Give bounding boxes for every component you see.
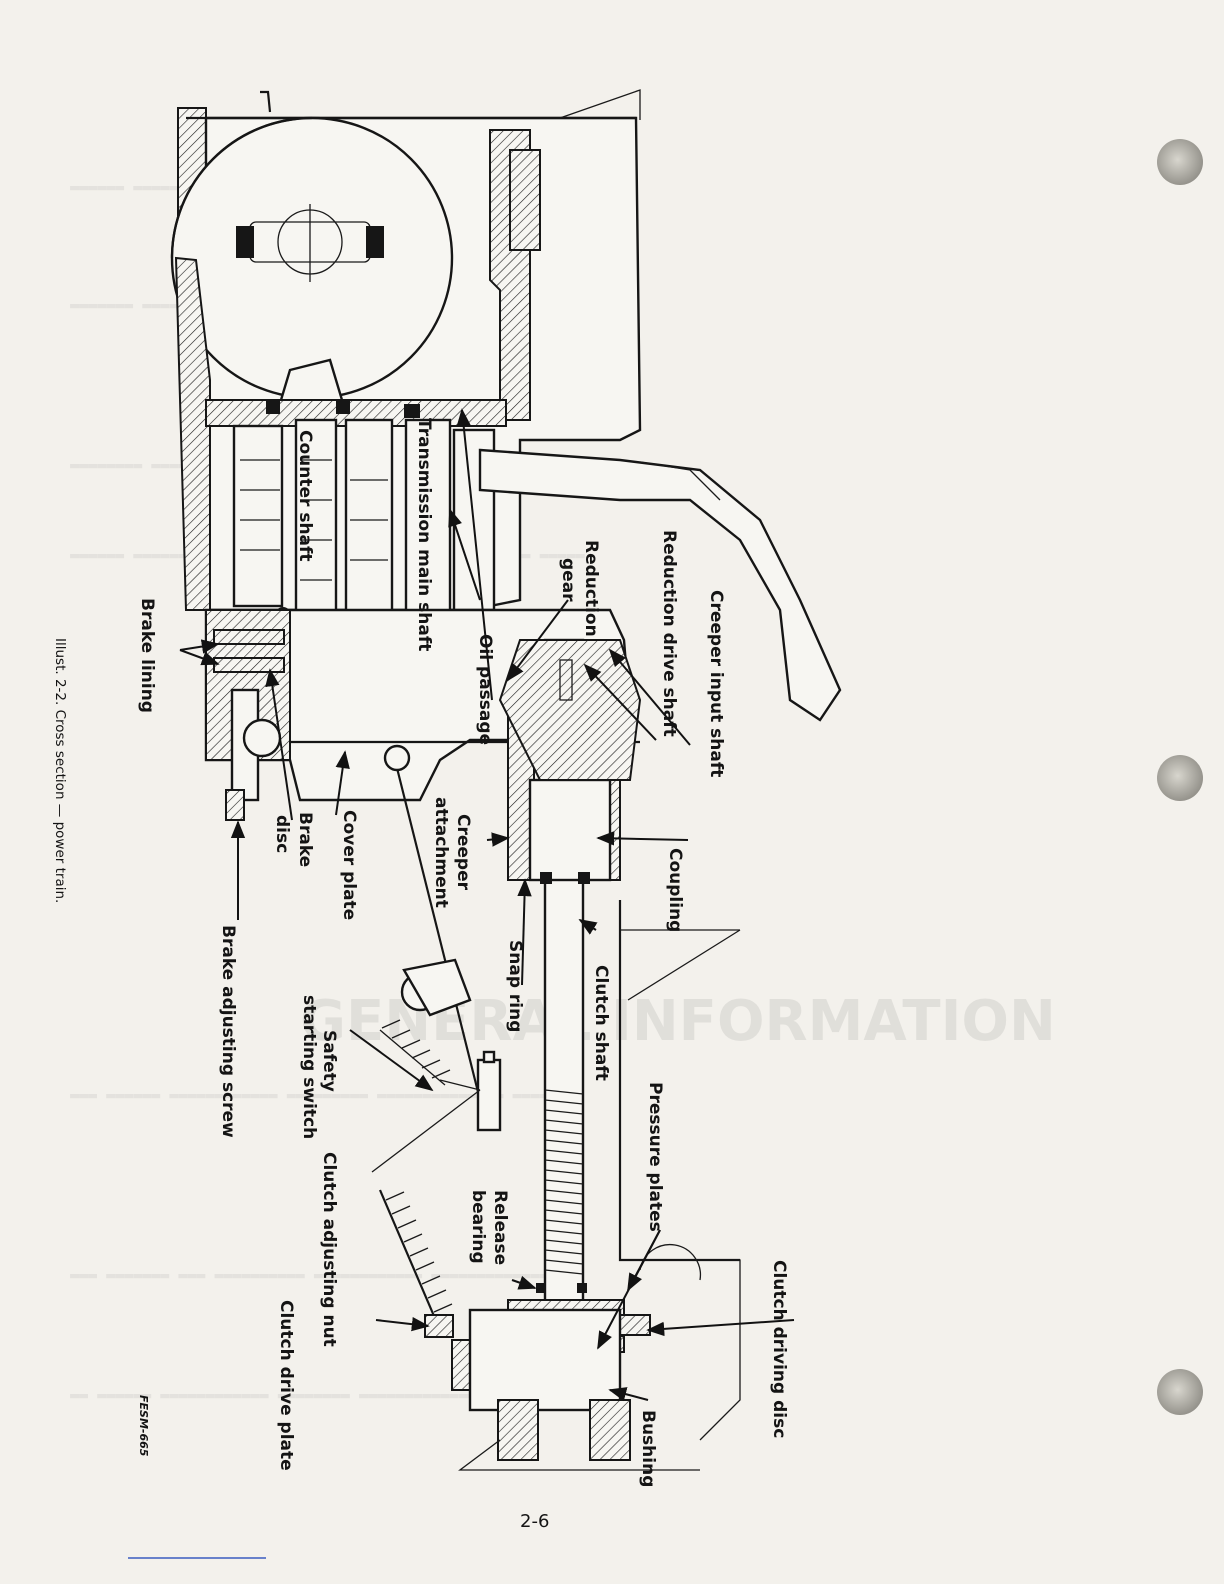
label-release-bearing-line2: bearing	[468, 1190, 488, 1264]
label-brake-disc-line1: Brake	[295, 812, 315, 867]
label-reduction-drive-shaft: Reduction drive shaft	[659, 530, 679, 737]
binder-holes	[1157, 139, 1203, 1415]
label-pressure-plates: Pressure plates	[645, 1082, 665, 1232]
binder-hole-bottom	[1157, 1369, 1203, 1415]
leader-lines	[179, 408, 795, 1402]
label-clutch-driving-disc: Clutch driving disc	[769, 1260, 789, 1438]
figure-caption: Illust. 2-2. Cross section — power train…	[52, 638, 68, 903]
label-brake-lining: Brake lining	[137, 598, 157, 713]
label-counter-shaft: Counter shaft	[295, 430, 315, 562]
label-safety-switch-line1: Safety	[319, 1030, 339, 1092]
label-snap-ring: Snap ring	[505, 940, 525, 1032]
label-clutch-adjusting-nut: Clutch adjusting nut	[319, 1152, 339, 1347]
binder-hole-top	[1157, 139, 1203, 185]
label-oil-passage: Oil passage	[475, 634, 495, 745]
label-safety-switch-line2: starting switch	[299, 995, 319, 1139]
svg-text:▬▬▬ ▬▬▬▬▬▬▬ ▬▬▬ ▬▬▬▬▬▬▬▬▬▬ ▬▬▬: ▬▬▬ ▬▬▬▬▬▬▬ ▬▬▬ ▬▬▬▬▬▬▬▬▬▬ ▬▬▬▬▬▬▬▬▬▬▬▬ …	[70, 1266, 558, 1284]
binder-hole-middle	[1157, 755, 1203, 801]
label-creeper-attachment-line1: Creeper	[453, 814, 473, 891]
figure-code: FESM-665	[137, 1395, 150, 1457]
page-number: 2-6	[520, 1511, 549, 1532]
label-reduction-gear-line1: Reduction	[581, 540, 601, 637]
transmission-drawing	[170, 89, 842, 1471]
label-clutch-shaft: Clutch shaft	[591, 965, 611, 1081]
label-creeper-input-shaft: Creeper input shaft	[706, 590, 726, 777]
label-clutch-drive-plate: Clutch drive plate	[276, 1300, 296, 1471]
part-labels: Creeper input shaft Reduction drive shaf…	[137, 418, 789, 1487]
label-creeper-attachment-line2: attachment	[431, 797, 451, 908]
label-reduction-gear-line2: gear	[558, 558, 578, 602]
label-bushing: Bushing	[638, 1410, 658, 1487]
label-brake-adjusting-screw: Brake adjusting screw	[218, 925, 238, 1138]
label-coupling: Coupling	[665, 848, 685, 932]
svg-text:▬▬▬ ▬▬▬▬▬▬ ▬▬▬▬▬▬▬▬▬▬▬▬ ▬▬▬▬▬▬: ▬▬▬ ▬▬▬▬▬▬ ▬▬▬▬▬▬▬▬▬▬▬▬ ▬▬▬▬▬▬▬▬▬ ▬▬▬▬▬▬…	[70, 1086, 576, 1104]
svg-text:▬▬ ▬▬▬▬▬▬ ▬▬▬▬▬▬▬▬▬▬▬▬ ▬▬▬▬▬▬▬: ▬▬ ▬▬▬▬▬▬ ▬▬▬▬▬▬▬▬▬▬▬▬ ▬▬▬▬▬▬▬▬ ▬▬▬▬▬▬▬▬…	[70, 1386, 549, 1404]
label-transmission-main-shaft: Transmission main shaft	[414, 418, 434, 651]
label-brake-disc-line2: disc	[272, 815, 292, 853]
label-release-bearing-line1: Release	[490, 1190, 510, 1265]
label-cover-plate: Cover plate	[339, 810, 359, 920]
